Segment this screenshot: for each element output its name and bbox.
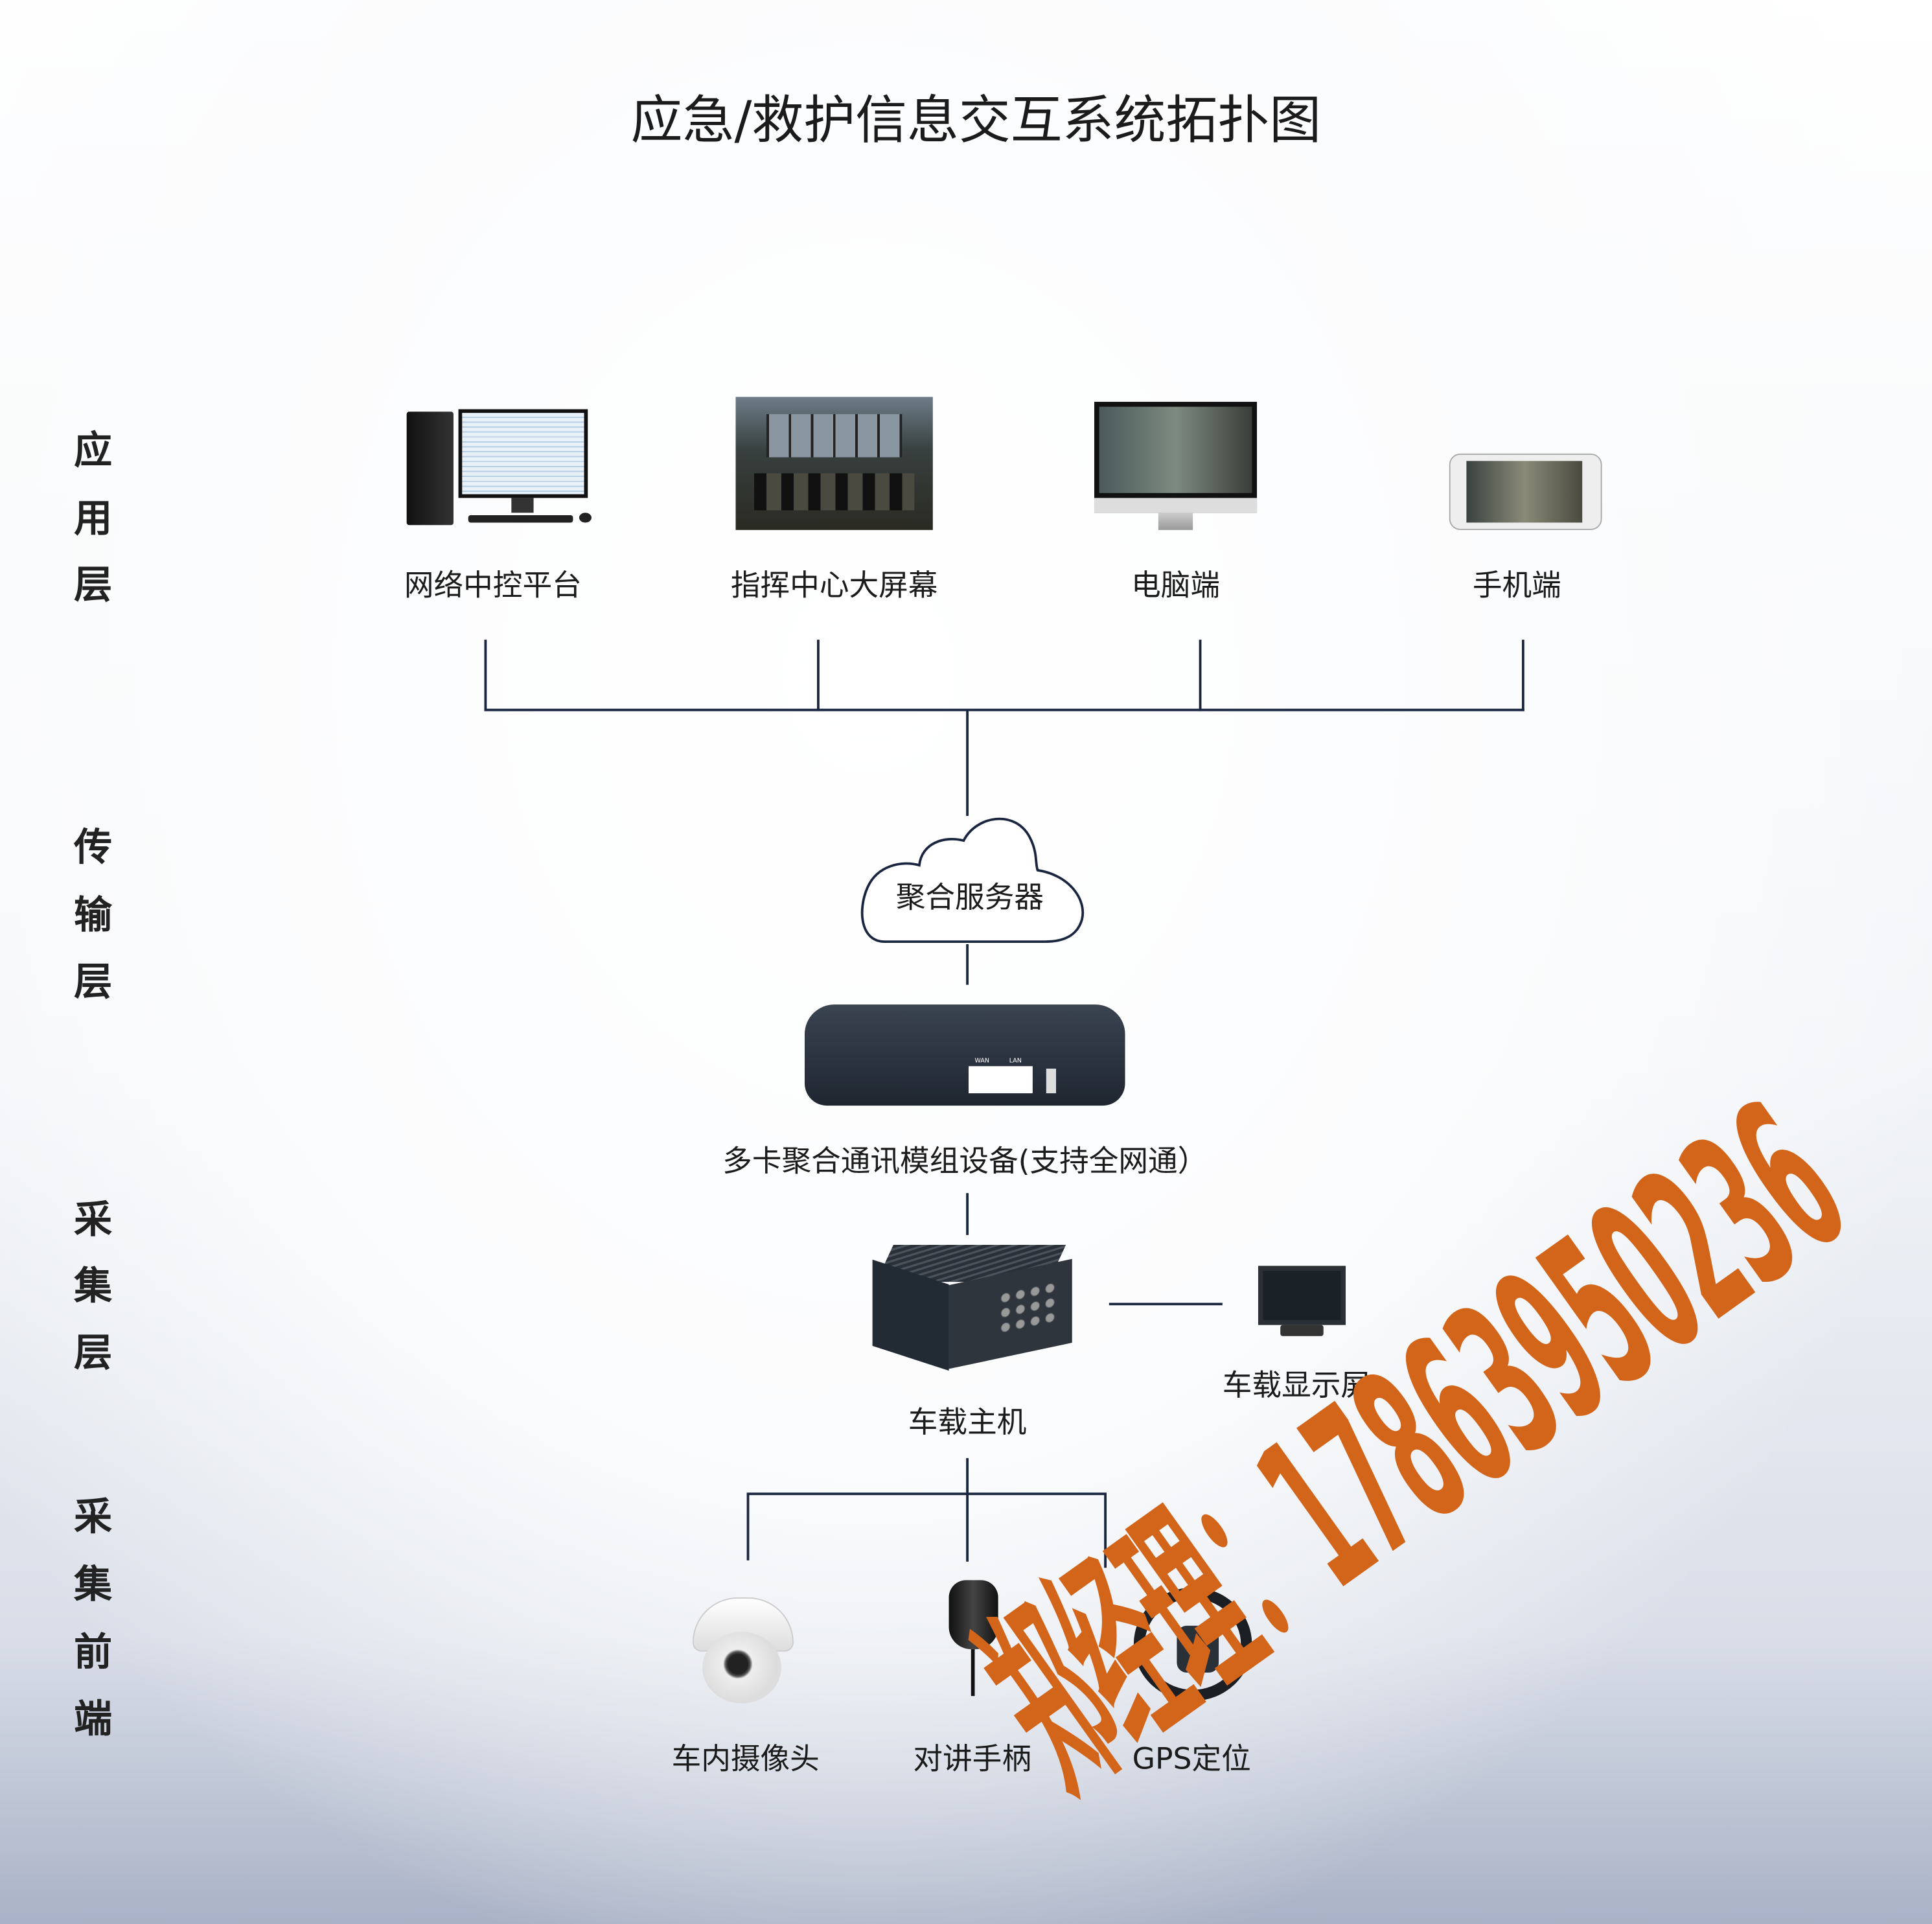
connector-line bbox=[746, 1492, 1107, 1496]
imac-icon bbox=[1094, 402, 1258, 533]
node-label-mobile: 手机端 bbox=[1472, 568, 1561, 603]
vehicle-display-icon bbox=[1258, 1266, 1346, 1337]
frontend-label-camera: 车内摄像头 bbox=[671, 1741, 820, 1776]
vehicle-host-icon bbox=[872, 1245, 1072, 1371]
lan-port-label: LAN bbox=[1009, 1057, 1022, 1065]
layer-label-transport-1: 传 bbox=[74, 826, 113, 870]
connector-line bbox=[1199, 640, 1202, 712]
layer-label-frontend-2: 集 bbox=[74, 1562, 113, 1608]
layer-label-collection-3: 层 bbox=[74, 1331, 113, 1376]
layer-label-transport-2: 输 bbox=[74, 893, 113, 938]
layer-label-application-1: 应 bbox=[74, 428, 113, 474]
ethernet-ports-icon bbox=[968, 1066, 1033, 1094]
smartphone-icon bbox=[1449, 453, 1602, 530]
cloud-icon bbox=[860, 817, 1085, 944]
frontend-label-gps: GPS定位 bbox=[1132, 1741, 1251, 1776]
layer-label-transport-3: 层 bbox=[74, 960, 113, 1005]
layer-label-frontend-4: 端 bbox=[74, 1697, 113, 1742]
desktop-pc-icon bbox=[406, 409, 594, 527]
page-title: 应急/救护信息交互系统拓扑图 bbox=[630, 89, 1322, 151]
connector-line bbox=[1109, 1303, 1223, 1306]
connector-line bbox=[484, 640, 487, 712]
connector-line bbox=[817, 640, 820, 712]
node-label-command-center: 指挥中心大屏幕 bbox=[730, 568, 938, 603]
frontend-label-intercom: 对讲手柄 bbox=[913, 1741, 1031, 1776]
connector-line bbox=[746, 1494, 750, 1560]
layer-label-application-2: 用 bbox=[74, 496, 113, 541]
connector-line bbox=[966, 944, 969, 985]
layer-label-collection-2: 集 bbox=[74, 1264, 113, 1309]
connector-line bbox=[966, 1458, 969, 1562]
connector-line bbox=[484, 708, 1524, 712]
handheld-mic-icon bbox=[947, 1580, 1001, 1697]
node-label-computer: 电脑端 bbox=[1131, 568, 1220, 603]
layer-label-collection-1: 采 bbox=[74, 1198, 113, 1243]
display-label: 车载显示屏 bbox=[1222, 1368, 1371, 1403]
layer-label-application-3: 层 bbox=[74, 563, 113, 608]
connector-line bbox=[1521, 640, 1524, 712]
cloud-label: 聚合服务器 bbox=[895, 880, 1044, 915]
router-label: 多卡聚合通讯模组设备(支持全网通） bbox=[722, 1144, 1208, 1179]
router-device-icon: WAN LAN bbox=[805, 1004, 1125, 1111]
node-label-control-platform: 网络中控平台 bbox=[404, 568, 582, 603]
wan-port-label: WAN bbox=[974, 1057, 990, 1065]
host-label: 车载主机 bbox=[908, 1405, 1027, 1440]
connector-line bbox=[966, 710, 969, 817]
layer-label-frontend-1: 采 bbox=[74, 1495, 113, 1540]
command-center-icon bbox=[735, 397, 933, 530]
layer-label-frontend-3: 前 bbox=[74, 1630, 113, 1675]
connector-line bbox=[1104, 1494, 1107, 1568]
connector-line bbox=[966, 1193, 969, 1235]
dome-camera-icon bbox=[687, 1597, 796, 1706]
